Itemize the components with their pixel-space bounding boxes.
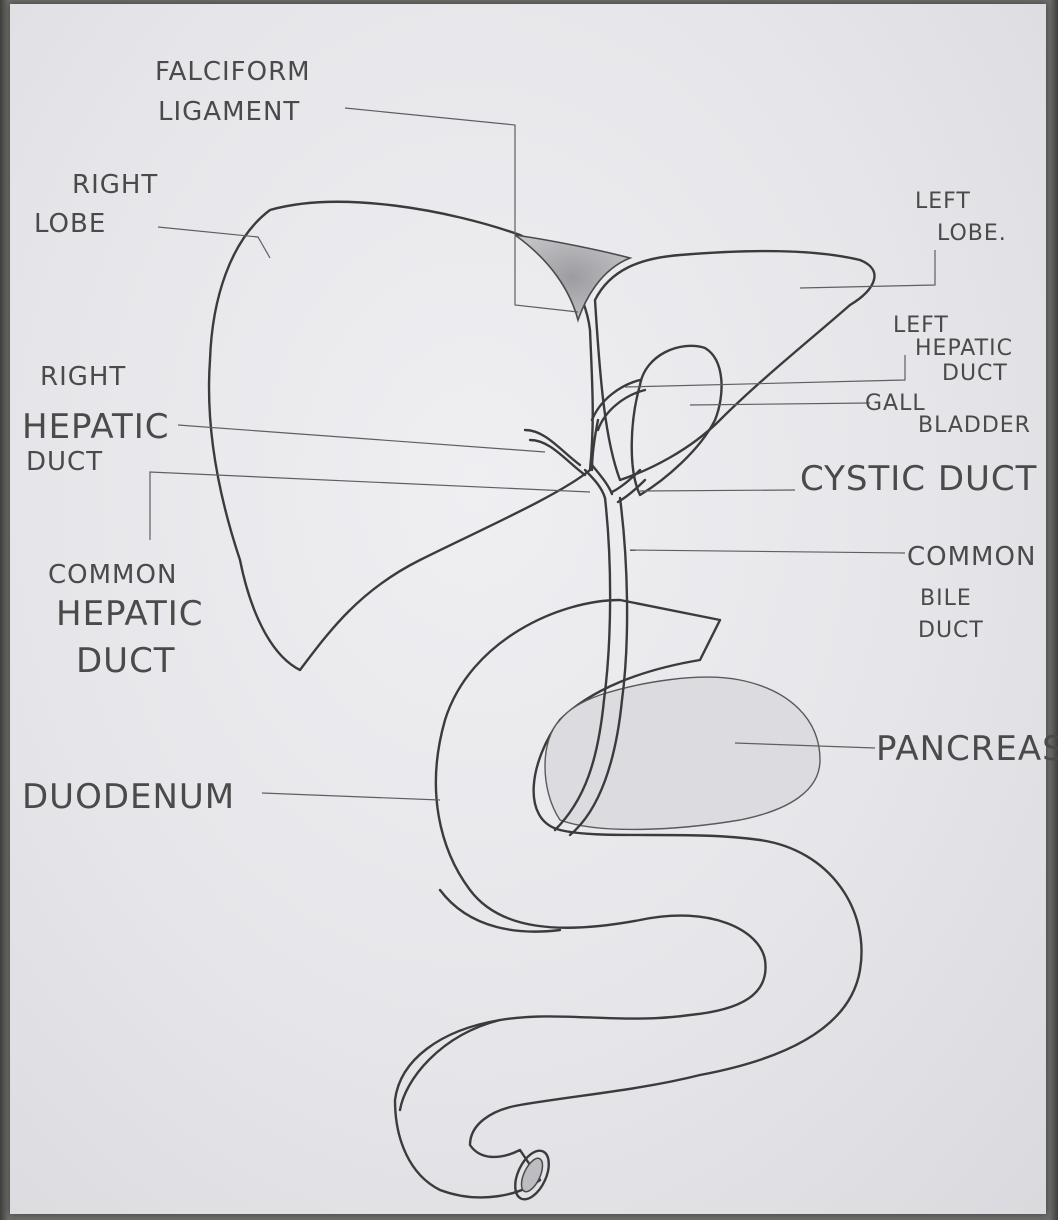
- label-common-bile-1: COMMON: [907, 542, 1036, 572]
- leader-left-lobe: [800, 250, 935, 288]
- gall-bladder: [632, 346, 722, 495]
- left-hepatic-duct: [592, 380, 645, 430]
- label-common-hepatic-3: DUCT: [76, 641, 176, 681]
- leader-right-lobe: [158, 227, 270, 258]
- label-left-hepatic-3: DUCT: [942, 361, 1008, 386]
- leader-duodenum: [262, 793, 440, 800]
- pancreas: [545, 677, 820, 829]
- label-common-bile-3: DUCT: [918, 618, 984, 643]
- right-hepatic-duct: [525, 430, 585, 475]
- left-lobe: [595, 251, 874, 480]
- label-falciform-1: FALCIFORM: [155, 57, 311, 87]
- label-right-hepatic-3: DUCT: [26, 447, 103, 477]
- label-pancreas: PANCREAS: [876, 729, 1058, 769]
- leader-cystic: [640, 490, 795, 491]
- label-right-hepatic-1: RIGHT: [40, 362, 126, 392]
- label-left-lobe-1: LEFT: [915, 189, 971, 214]
- label-cystic-duct: CYSTIC DUCT: [800, 459, 1037, 499]
- leader-common-hepatic: [150, 472, 590, 540]
- label-left-hepatic-1: LEFT: [893, 313, 949, 338]
- label-left-hepatic-2: HEPATIC: [915, 336, 1013, 361]
- right-lobe: [209, 202, 593, 670]
- leader-right-hepatic: [178, 425, 545, 452]
- leader-gall-bladder: [690, 403, 870, 405]
- leader-falciform: [345, 108, 578, 312]
- leader-common-bile: [630, 550, 905, 553]
- label-common-hepatic-2: HEPATIC: [56, 594, 204, 634]
- leader-left-hepatic: [625, 355, 905, 387]
- label-right-hepatic-2: HEPATIC: [22, 407, 170, 447]
- label-gall-2: BLADDER: [918, 413, 1031, 438]
- label-right-lobe-1: RIGHT: [72, 170, 158, 200]
- label-left-lobe-2: LOBE.: [937, 221, 1007, 246]
- label-gall-1: GALL: [865, 391, 926, 416]
- label-duodenum: DUODENUM: [22, 777, 235, 817]
- label-right-lobe-2: LOBE: [34, 209, 106, 239]
- label-common-bile-2: BILE: [920, 586, 972, 611]
- label-falciform-2: LIGAMENT: [158, 97, 300, 127]
- label-common-hepatic-1: COMMON: [48, 560, 177, 590]
